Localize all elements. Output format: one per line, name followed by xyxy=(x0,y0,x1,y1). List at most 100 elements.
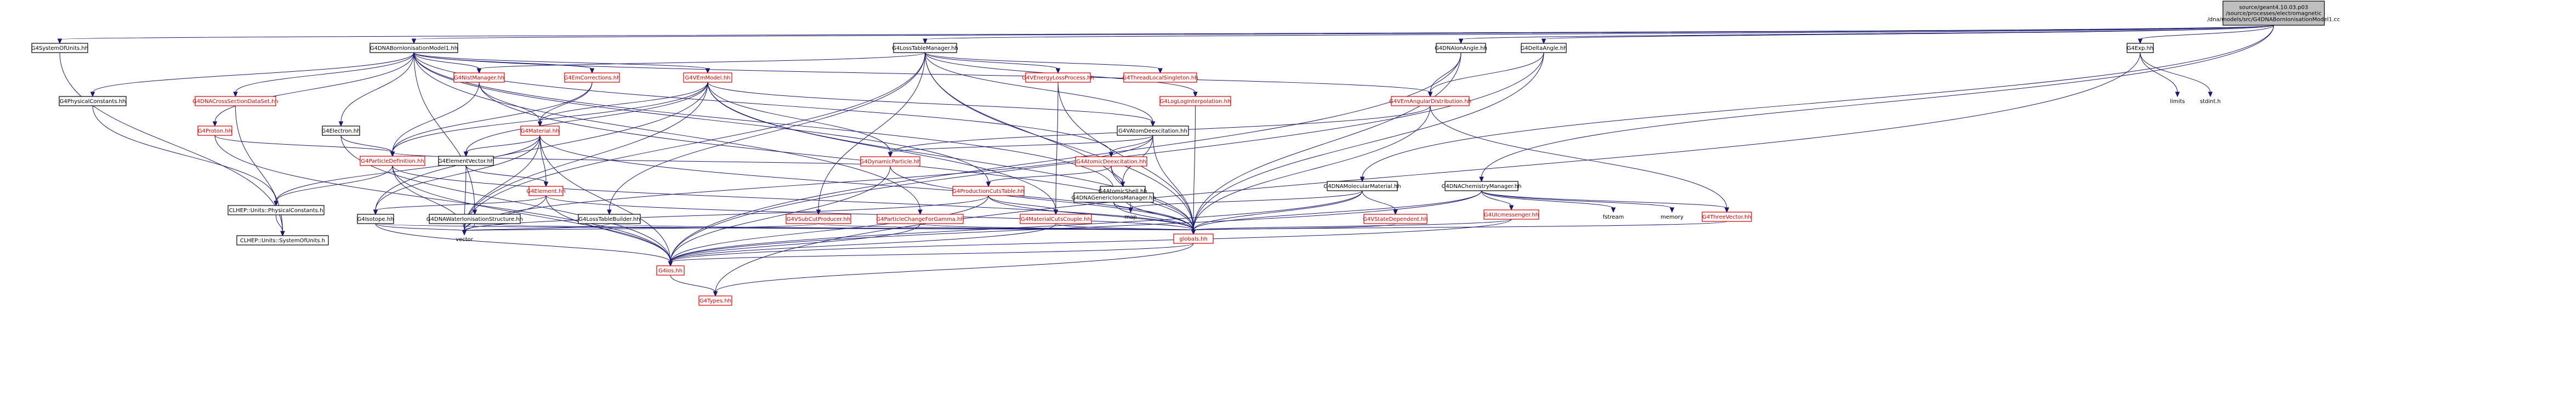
node-vector[interactable]: vector xyxy=(454,235,475,244)
node-g4vemmodel-hh[interactable]: G4VEmModel.hh xyxy=(683,72,732,83)
edge-n3-n18 xyxy=(925,52,1156,127)
node-box xyxy=(1173,233,1214,244)
node-g4types-hh[interactable]: G4Types.hh xyxy=(698,295,732,306)
node-g4particlechangeforgamma-hh[interactable]: G4ParticleChangeForGamma.hh xyxy=(876,214,964,224)
edge-n2-n25 xyxy=(413,52,1114,158)
node-g4dnawaterionisationstructure-hh[interactable]: G4DNAWaterIonisationStructure.hh xyxy=(427,214,523,224)
node-box xyxy=(195,96,276,106)
node-box xyxy=(520,126,560,136)
node-label: G4Isotope.hh xyxy=(357,216,394,223)
node-box xyxy=(1123,72,1197,83)
node-g4atomicdeexcitation-hh[interactable]: G4AtomicDeexcitation.hh xyxy=(1075,156,1147,167)
node-g4particledefinition-hh[interactable]: G4ParticleDefinition.hh xyxy=(360,156,425,166)
edge-root-n1 xyxy=(57,25,2274,44)
node-label: G4ThreeVector.hh xyxy=(1702,214,1752,220)
node-box xyxy=(1159,96,1231,106)
node-g4isotope-hh[interactable]: G4Isotope.hh xyxy=(357,214,394,224)
node-g4losstablemanager-hh[interactable]: G4LossTableManager.hh xyxy=(892,43,958,53)
node-g4proton-hh[interactable]: G4Proton.hh xyxy=(197,126,232,136)
node-g4materialcutscouple-hh[interactable]: G4MaterialCutsCouple.hh xyxy=(1020,214,1092,224)
node-label: G4ProductionCutsTable.hh xyxy=(952,189,1024,195)
edge-n36-n48 xyxy=(668,223,920,267)
node-g4logloginterpolation-hh[interactable]: G4LogLogInterpolation.hh xyxy=(1159,96,1231,106)
node-g4dnamolecularmaterial-hh[interactable]: G4DNAMolecularMaterial.hh xyxy=(1323,181,1401,191)
node-g4emcorrections-hh[interactable]: G4EmCorrections.hh xyxy=(564,72,621,83)
edge-n4-n19 xyxy=(1428,52,1462,98)
node-g4exp-hh[interactable]: G4Exp.hh xyxy=(2126,43,2154,53)
node-g4dnabornionisationmodel1-hh[interactable]: G4DNABornIonisationModel1.hh xyxy=(369,43,458,53)
node-box xyxy=(197,126,232,136)
node-g4deltaangle-hh[interactable]: G4DeltaAngle.hh xyxy=(1520,43,1567,53)
node-g4elementvector-hh[interactable]: G4ElementVector.hh xyxy=(438,156,494,166)
node-g4uicmessenger-hh[interactable]: G4UIcmessenger.hh xyxy=(1483,209,1539,220)
node-label: G4Exp.hh xyxy=(2127,45,2154,52)
node-label: source/geant4.10.03.p03 xyxy=(2239,5,2308,11)
edge-n2-n13 xyxy=(233,52,414,98)
node-box xyxy=(1363,214,1428,224)
node-g4vstatedependent-hh[interactable]: G4VStateDependent.hh xyxy=(1363,214,1428,224)
node-g4dnaionangle-hh[interactable]: G4DNAIonAngle.hh xyxy=(1435,43,1487,53)
node-label: G4DNACrossSectionDataSet.hh xyxy=(192,99,278,105)
node-box xyxy=(1391,96,1470,106)
node-label: G4ios.hh xyxy=(658,268,683,274)
graph-nodes: source/geant4.10.03.p03/source/processes… xyxy=(31,1,2340,306)
node-g4dnachemistrymanager-hh[interactable]: G4DNAChemistryManager.hh xyxy=(1442,181,1522,191)
node-g4ios-hh[interactable]: G4ios.hh xyxy=(656,265,685,276)
node-g4vatomdeexcitation-hh[interactable]: G4VAtomDeexcitation.hh xyxy=(1117,126,1189,136)
edge-n16-n26 xyxy=(539,135,549,187)
edge-root-n5 xyxy=(1541,25,2274,44)
node-g4systemofunits-hh[interactable]: G4SystemOfUnits.hh xyxy=(31,43,88,53)
edge-n14-n48 xyxy=(214,135,673,267)
edge-n6-n49 xyxy=(713,52,2141,297)
node-stdint-h[interactable]: stdint.h xyxy=(2199,96,2221,106)
node-label: G4VEmAngularDistribution.hh xyxy=(1389,99,1471,105)
node-g4element-hh[interactable]: G4Element.hh xyxy=(526,186,566,196)
node-g4productioncutstable-hh[interactable]: G4ProductionCutsTable.hh xyxy=(952,186,1025,196)
node-g4vemangulardistribution-hh[interactable]: G4VEmAngularDistribution.hh xyxy=(1389,96,1471,106)
node-g4nistmanager-hh[interactable]: G4NistManager.hh xyxy=(453,72,505,83)
edge-n37-n48 xyxy=(668,223,1056,267)
node-label: G4VStateDependent.hh xyxy=(1363,216,1428,223)
edge-n7-n22 xyxy=(390,82,480,157)
node-g4dnacrosssectiondataset-hh[interactable]: G4DNACrossSectionDataSet.hh xyxy=(192,96,278,106)
edge-n9-n18 xyxy=(707,82,1156,127)
node-globals-hh[interactable]: globals.hh xyxy=(1173,233,1214,244)
node-g4threadlocalsingleton-hh[interactable]: G4ThreadLocalSingleton.hh xyxy=(1123,72,1198,83)
edge-n6-n20 xyxy=(2140,52,2180,98)
node-label: G4EmCorrections.hh xyxy=(564,75,621,81)
node-g4physicalconstants-hh[interactable]: G4PhysicalConstants.hh xyxy=(59,96,127,106)
edge-n3-n11 xyxy=(925,52,1163,74)
node-g4dnagenericionsmanager-hh[interactable]: G4DNAGenericIonsManager.hh xyxy=(1071,192,1156,203)
node-g4venergylossprocess-hh[interactable]: G4VEnergyLossProcess.hh xyxy=(1022,72,1094,83)
node-fstream[interactable]: fstream xyxy=(1603,212,1624,221)
edge-n2-n33 xyxy=(413,52,477,215)
node-box xyxy=(2126,43,2154,53)
node-map[interactable]: map xyxy=(1124,212,1138,221)
node-box xyxy=(877,214,964,224)
edge-n15-n22 xyxy=(340,135,395,157)
node-box xyxy=(429,214,521,224)
node-label: /dna/models/src/G4DNABornIonisationModel… xyxy=(2208,17,2340,23)
edge-n16-n23 xyxy=(463,135,541,157)
node-clhep-units-systemofunits-h[interactable]: CLHEP::Units::SystemOfUnits.h xyxy=(236,235,329,246)
edge-n30-n40 xyxy=(1481,190,1514,211)
node-box xyxy=(236,235,329,246)
node-box xyxy=(786,214,851,224)
node-memory[interactable]: memory xyxy=(1661,212,1684,221)
edge-n16-n32 xyxy=(373,135,541,215)
node-clhep-units-physicalconstants-h[interactable]: CLHEP::Units::PhysicalConstants.h xyxy=(228,205,325,215)
node-g4dynamicparticle-hh[interactable]: G4DynamicParticle.hh xyxy=(860,156,921,167)
node-g4threevector-hh[interactable]: G4ThreeVector.hh xyxy=(1702,212,1752,222)
node-label: G4Electron.hh xyxy=(322,128,361,134)
node-box xyxy=(360,156,425,166)
node-label: G4LossTableBuilder.hh xyxy=(578,216,640,223)
node-label: G4DeltaAngle.hh xyxy=(1520,45,1567,52)
node-g4losstablebuilder-hh[interactable]: G4LossTableBuilder.hh xyxy=(578,214,641,224)
node-box xyxy=(1073,192,1154,203)
node-limits[interactable]: limits xyxy=(2170,96,2185,106)
node-box xyxy=(656,265,685,276)
node-g4vsubcutproducer-hh[interactable]: G4VSubCutProducer.hh xyxy=(786,214,851,224)
node-g4material-hh[interactable]: G4Material.hh xyxy=(520,126,560,136)
node-g4electron-hh[interactable]: G4Electron.hh xyxy=(322,126,361,136)
edge-n2-n8 xyxy=(413,52,595,74)
